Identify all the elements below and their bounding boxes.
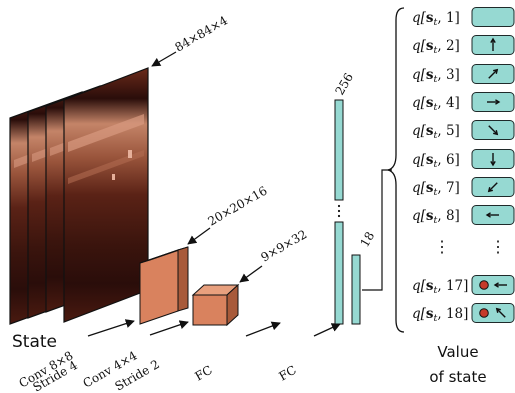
q-value-row: q[st, 18] <box>412 304 514 325</box>
conv2-block <box>193 285 238 325</box>
q-value-row: q[st, 8] <box>412 206 514 227</box>
action-button <box>472 121 514 140</box>
dim-conv2-label: 9×9×32 <box>259 227 310 264</box>
action-button <box>472 304 514 323</box>
q-value-list: q[st, 1] q[st, 2] q[st, 3] q[st, 4] q[st, 5]… <box>412 8 514 325</box>
q-value-row: q[st, 2] <box>412 36 514 57</box>
q-value-row: q[st, 3] <box>412 65 514 86</box>
value-label-line2: of state <box>429 368 486 386</box>
state-label: State <box>12 332 57 352</box>
layer3-arrow <box>246 323 280 336</box>
value-label-line1: Value <box>437 343 478 361</box>
dim-input-arrow <box>152 52 176 66</box>
q-value-label: q[st, 5] <box>412 123 460 141</box>
action-button <box>472 276 514 295</box>
ellipsis-right: ⋮ <box>490 237 506 256</box>
q-value-label: q[st, 18] <box>412 306 468 324</box>
ellipsis-left: ⋮ <box>434 237 450 256</box>
frame-4 <box>64 68 148 322</box>
fc1-bar <box>335 100 343 324</box>
q-value-row: q[st, 5] <box>412 121 514 142</box>
layer1-arrow <box>88 321 134 336</box>
fc2-bar <box>352 255 360 324</box>
action-button <box>472 8 514 27</box>
q-value-row: q[st, 1] <box>412 8 514 29</box>
layer4-label: FC <box>277 363 299 384</box>
dim-fc1-label: 256 <box>332 71 356 98</box>
layer4-arrow <box>314 324 340 336</box>
dim-conv1-label: 20×20×16 <box>206 184 270 229</box>
dim-conv1-arrow <box>188 228 210 244</box>
dim-conv2-arrow <box>240 266 262 282</box>
q-value-row: q[st, 7] <box>412 178 514 199</box>
action-button <box>472 93 514 112</box>
q-value-label: q[st, 7] <box>412 180 460 198</box>
action-button <box>472 178 514 197</box>
q-value-row: q[st, 6] <box>412 150 514 171</box>
q-value-label: q[st, 8] <box>412 208 460 226</box>
action-button <box>472 36 514 55</box>
action-button <box>472 65 514 84</box>
q-value-label: q[st, 4] <box>412 95 460 113</box>
q-value-label: q[st, 17] <box>412 278 468 296</box>
dim-input-label: 84×84×4 <box>173 13 231 54</box>
layer3-label: FC <box>193 363 215 384</box>
action-button <box>472 150 514 169</box>
q-value-label: q[st, 3] <box>412 67 460 85</box>
dim-fc2-label: 18 <box>357 229 377 249</box>
layer2-arrow <box>150 322 188 335</box>
q-value-row: q[st, 4] <box>412 93 514 114</box>
input-frames <box>10 68 148 324</box>
output-connector <box>362 170 392 290</box>
q-value-label: q[st, 2] <box>412 38 460 56</box>
q-value-row: q[st, 17] <box>412 276 514 297</box>
q-value-label: q[st, 1] <box>412 10 460 28</box>
action-button <box>472 206 514 225</box>
q-value-label: q[st, 6] <box>412 152 460 170</box>
